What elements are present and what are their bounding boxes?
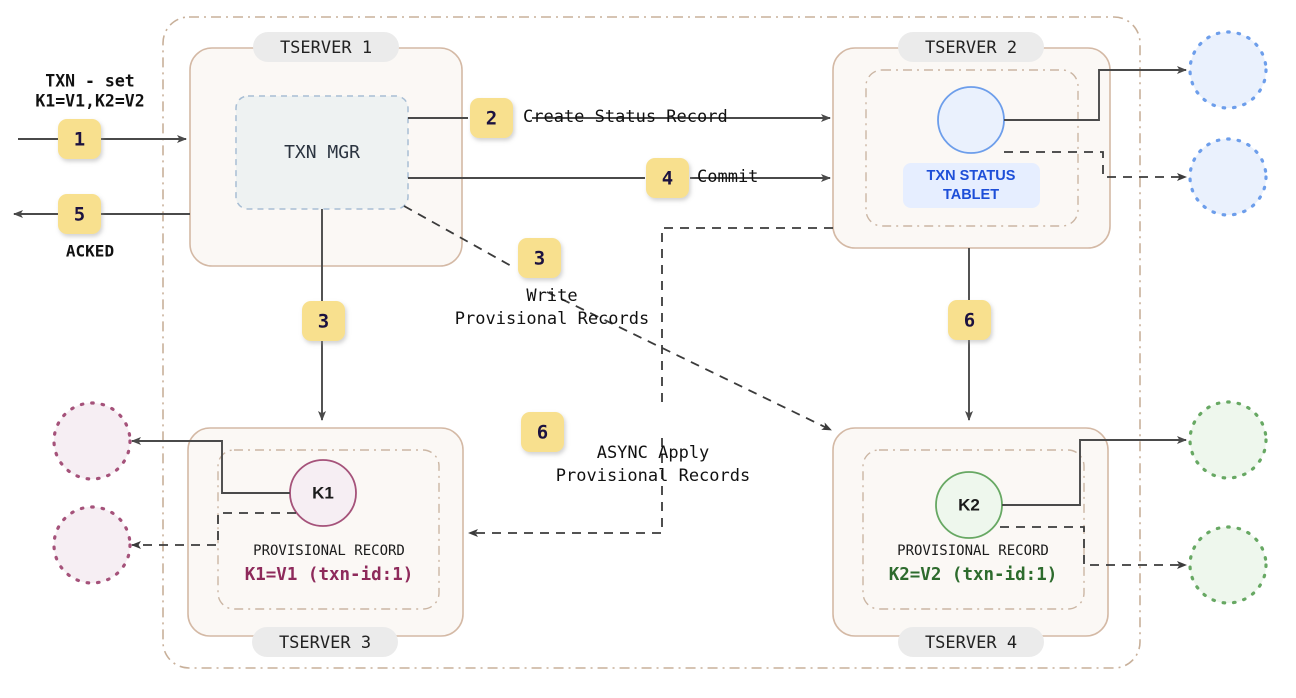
- k1-circle-label: K1: [312, 483, 334, 502]
- commit-label: Commit: [697, 167, 758, 187]
- badge-4-box[interactable]: [646, 158, 689, 198]
- replica-pink-bottom-circle[interactable]: [52, 505, 132, 585]
- edge-tserver2-replica-blue-solid: [1004, 66, 1187, 121]
- edge-async-apply-tserver3: [469, 227, 833, 533]
- tserver-1-title-pill: [253, 32, 399, 62]
- tserver-4-group: TSERVER 4 K2 PROVISIONAL RECORD K2=V2 (t…: [832, 427, 1109, 657]
- acked-label: ACKED: [66, 242, 114, 261]
- badge-1-label: 1: [74, 129, 85, 151]
- tserver-4-title: TSERVER 4: [925, 633, 1017, 653]
- edge-k2-replica-green-dashed: [1000, 526, 1187, 569]
- replica-green-bottom-circle[interactable]: [1188, 525, 1268, 605]
- tserver-2-title: TSERVER 2: [925, 38, 1017, 58]
- badge-3-arrow-label: 3: [318, 311, 329, 333]
- edge-tserver2-replica-blue-dashed: [1004, 151, 1187, 181]
- badge-6-arrow-box[interactable]: [948, 300, 991, 340]
- txn-mgr-box[interactable]: [235, 95, 409, 210]
- async-apply-label-line1: ASYNC Apply: [597, 443, 710, 463]
- tserver-2-title-pill: [898, 32, 1044, 62]
- k2-circle-label: K2: [958, 495, 980, 514]
- create-status-record-label: Create Status Record: [523, 107, 728, 127]
- badge-3-note-label: 3: [534, 248, 545, 270]
- async-apply-label-line2: Provisional Records: [556, 466, 750, 486]
- tserver-4-record-header: PROVISIONAL RECORD: [897, 543, 1049, 559]
- badge-2-label: 2: [486, 108, 497, 130]
- replica-pink-top-circle[interactable]: [52, 401, 132, 481]
- txn-status-tablet-label-line2: TABLET: [943, 187, 999, 203]
- badge-3-note-box[interactable]: [518, 238, 561, 278]
- tserver-1-group: TSERVER 1 TXN MGR: [189, 32, 463, 267]
- tserver-3-title-pill: [252, 627, 398, 657]
- tserver-3-title: TSERVER 3: [279, 633, 371, 653]
- tserver-3-record-header: PROVISIONAL RECORD: [253, 543, 405, 559]
- badge-3-arrow-box[interactable]: [302, 301, 345, 341]
- tserver-2-group: TSERVER 2 TXN STATUS TABLET: [832, 32, 1111, 249]
- tserver-3-record-value: K1=V1 (txn-id:1): [245, 565, 414, 585]
- badge-1-box[interactable]: [58, 119, 101, 159]
- tserver-1-title: TSERVER 1: [280, 38, 372, 58]
- edge-k2-replica-green-solid: [1002, 436, 1187, 506]
- badge-5-label: 5: [74, 204, 85, 226]
- replica-blue-bottom-circle[interactable]: [1188, 137, 1268, 217]
- txn-status-leader-circle[interactable]: [937, 86, 1005, 154]
- edge-k1-replica-pink-dashed: [131, 512, 296, 549]
- request-label-line1: TXN - set: [45, 72, 134, 91]
- tserver-4-title-pill: [898, 627, 1044, 657]
- badge-6-arrow-label: 6: [964, 310, 975, 332]
- tserver-4-record-value: K2=V2 (txn-id:1): [889, 565, 1058, 585]
- edge-k1-replica-pink-solid: [131, 437, 290, 494]
- tserver-3-group: TSERVER 3 K1 PROVISIONAL RECORD K1=V1 (t…: [187, 427, 464, 657]
- replica-green-top-circle[interactable]: [1188, 400, 1268, 480]
- txn-status-tablet-label-line1: TXN STATUS: [927, 168, 1016, 184]
- badge-6-note-label: 6: [537, 422, 548, 444]
- badge-2-box[interactable]: [470, 98, 513, 138]
- txn-mgr-label: TXN MGR: [284, 142, 360, 163]
- request-label-line2: K1=V1,K2=V2: [35, 92, 144, 111]
- badge-5-box[interactable]: [58, 194, 101, 234]
- replica-blue-top-circle[interactable]: [1188, 30, 1268, 110]
- tserver-3-tablet-region: [217, 449, 440, 610]
- txn-status-tablet-chip[interactable]: [903, 163, 1040, 208]
- badge-4-label: 4: [662, 168, 673, 190]
- write-provisional-label-line2: Provisional Records: [455, 309, 649, 329]
- cluster-boundary: [162, 16, 1141, 669]
- tserver-2-tablet-region: [865, 69, 1079, 227]
- write-provisional-label-line1: Write: [526, 286, 577, 306]
- badge-6-note-box[interactable]: [521, 412, 564, 452]
- edge-write-provisional-tserver4: [403, 205, 831, 430]
